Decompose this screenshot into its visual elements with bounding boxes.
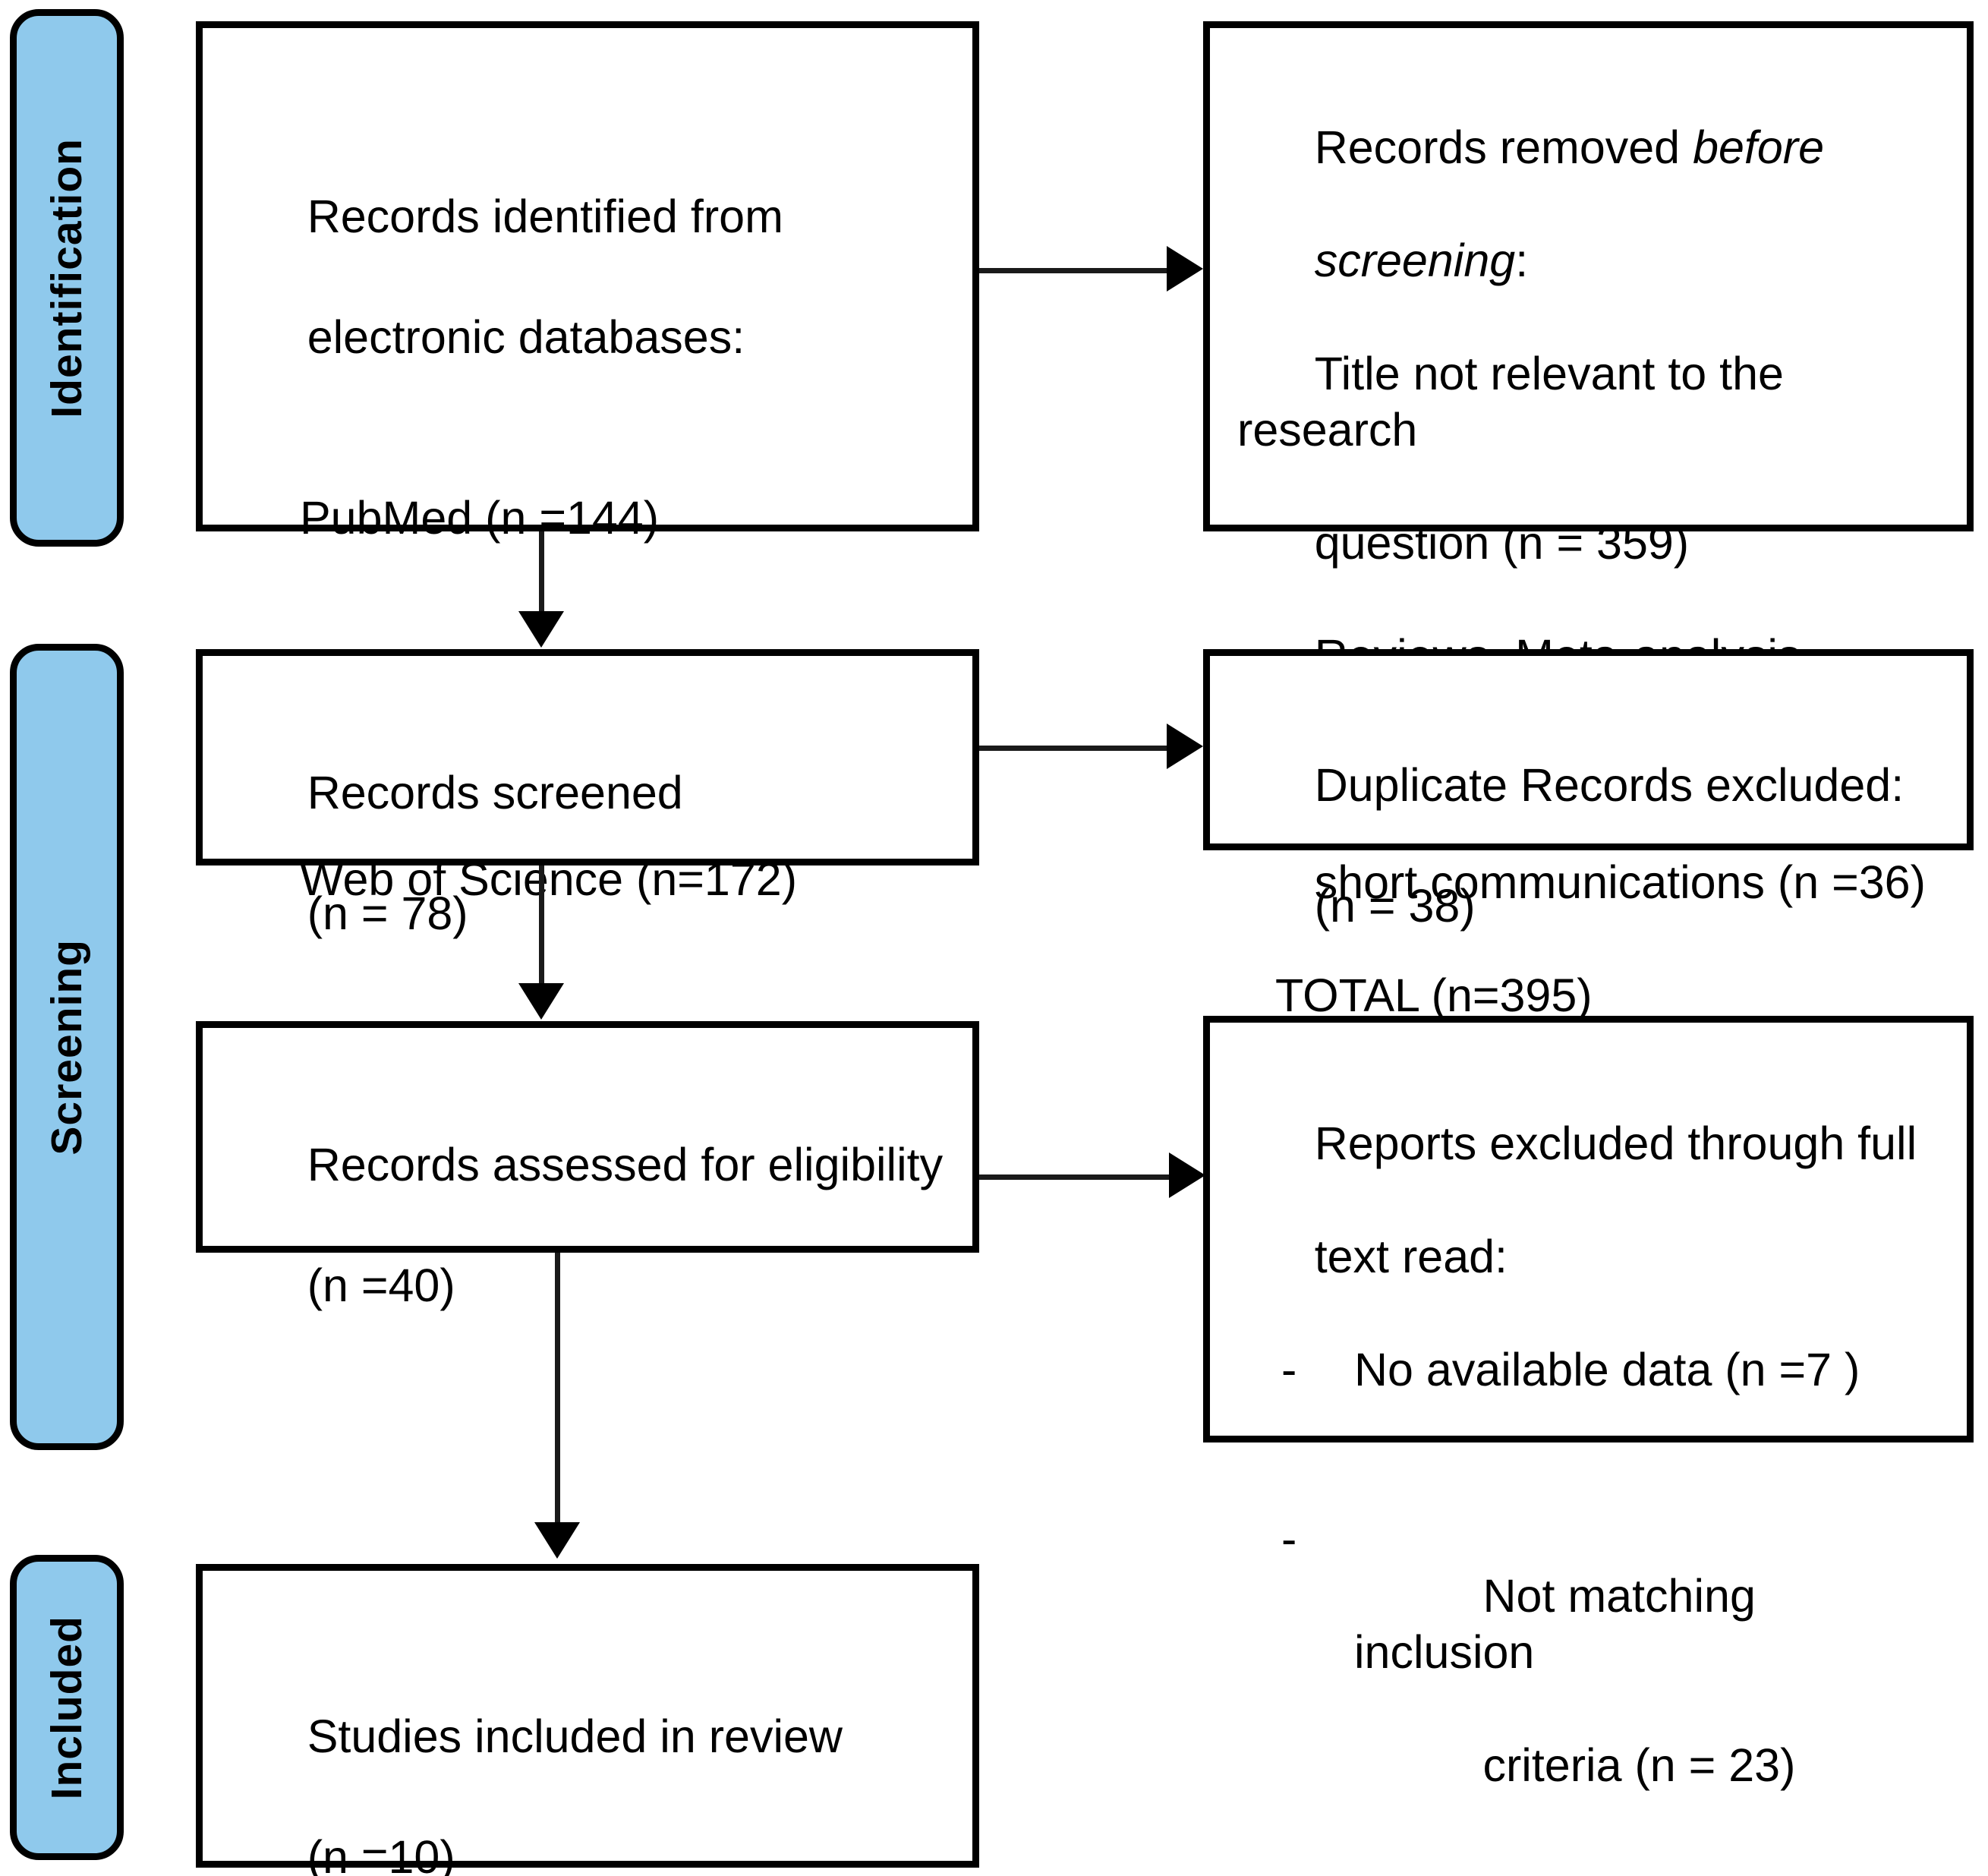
connector-line — [979, 746, 1175, 751]
reports-excluded-bullet-2: - Not matching inclusion criteria (n = 2… — [1237, 1511, 1939, 1849]
stage-label-identification: Identification — [42, 137, 91, 418]
arrow-head-down-icon — [518, 611, 564, 648]
records-removed-line1-prefix: Records removed — [1314, 121, 1693, 174]
bullet-text-2-line1: Not matching inclusion — [1354, 1569, 1769, 1679]
box-records-identified: Records identified from electronic datab… — [196, 21, 979, 1085]
reports-excluded-line2: text read: — [1314, 1231, 1508, 1283]
connector-line — [555, 1253, 560, 1524]
bullet-marker-2: - — [1281, 1513, 1297, 1565]
records-removed-line4: question (n = 359) — [1314, 517, 1690, 569]
box-records-assessed-eligibility: Records assessed for eligibility (n =40) — [196, 1021, 979, 1311]
records-removed-line1-italic: before — [1693, 121, 1825, 174]
eligibility-line2: (n =40) — [307, 1259, 455, 1311]
box-reports-excluded: Reports excluded through full text read:… — [1203, 1016, 1974, 1791]
arrow-head-right-icon — [1167, 246, 1203, 292]
reports-excluded-bullet-1: - No available data (n =7 ) — [1237, 1342, 1939, 1398]
stage-bar-included: Included — [10, 1555, 124, 1860]
bullet-text-2: Not matching inclusion criteria (n = 23) — [1354, 1511, 1939, 1849]
reports-excluded-line1: Reports excluded through full — [1314, 1118, 1917, 1170]
records-identified-pubmed: PubMed (n =144) — [300, 491, 660, 544]
connector-line — [539, 865, 544, 987]
box-duplicate-records-excluded: Duplicate Records excluded: (n = 38) — [1203, 649, 1974, 932]
records-removed-total: TOTAL (n=395) — [1275, 969, 1593, 1021]
records-screened-text: Records screened (n = 78) — [230, 703, 945, 1004]
arrow-head-down-icon — [518, 983, 564, 1020]
records-identified-line2: electronic databases: — [307, 311, 745, 363]
records-identified-text: Records identified from electronic datab… — [230, 127, 945, 1210]
stage-label-included: Included — [42, 1615, 91, 1800]
connector-line — [979, 1174, 1179, 1180]
bullet-text-2-line2: criteria (n = 23) — [1482, 1739, 1796, 1791]
eligibility-line1: Records assessed for eligibility — [307, 1139, 944, 1191]
bullet-marker-1: - — [1281, 1344, 1297, 1396]
box-records-screened: Records screened (n = 78) — [196, 649, 979, 939]
records-screened-line1: Records screened — [307, 767, 683, 819]
box-records-removed-before-screening: Records removed before screening: Title … — [1203, 21, 1974, 1021]
bullet-text-1: No available data (n =7 ) — [1354, 1344, 1860, 1396]
connector-line — [539, 531, 544, 616]
records-removed-line7: short communications (n =36) — [1314, 856, 1926, 908]
arrow-head-right-icon — [1169, 1152, 1205, 1198]
records-identified-line1: Records identified from — [307, 191, 783, 243]
connector-line — [979, 268, 1175, 273]
records-removed-line2-italic: screening — [1314, 235, 1516, 287]
arrow-head-right-icon — [1167, 724, 1203, 769]
stage-label-screening: Screening — [42, 938, 91, 1156]
records-removed-line2-suffix: : — [1515, 235, 1529, 287]
duplicates-excluded-text: Duplicate Records excluded: (n = 38) — [1237, 695, 1939, 996]
box-studies-included: Studies included in review (n =10) — [196, 1564, 979, 1876]
duplicates-excluded-line1: Duplicate Records excluded: — [1314, 759, 1905, 812]
studies-included-line1: Studies included in review — [307, 1710, 843, 1763]
stage-bar-screening: Screening — [10, 644, 124, 1450]
studies-included-line2: (n =10) — [307, 1830, 455, 1876]
stage-bar-identification: Identification — [10, 9, 124, 547]
records-removed-line3: Title not relevant to the research — [1237, 348, 1797, 456]
records-screened-line2: (n = 78) — [307, 887, 468, 939]
reports-excluded-text: Reports excluded through full text read:… — [1237, 1059, 1939, 1876]
duplicates-excluded-line2: (n = 38) — [1314, 879, 1476, 932]
studies-included-text: Studies included in review (n =10) — [230, 1647, 945, 1876]
eligibility-text: Records assessed for eligibility (n =40) — [230, 1075, 945, 1376]
arrow-head-down-icon — [534, 1522, 580, 1559]
